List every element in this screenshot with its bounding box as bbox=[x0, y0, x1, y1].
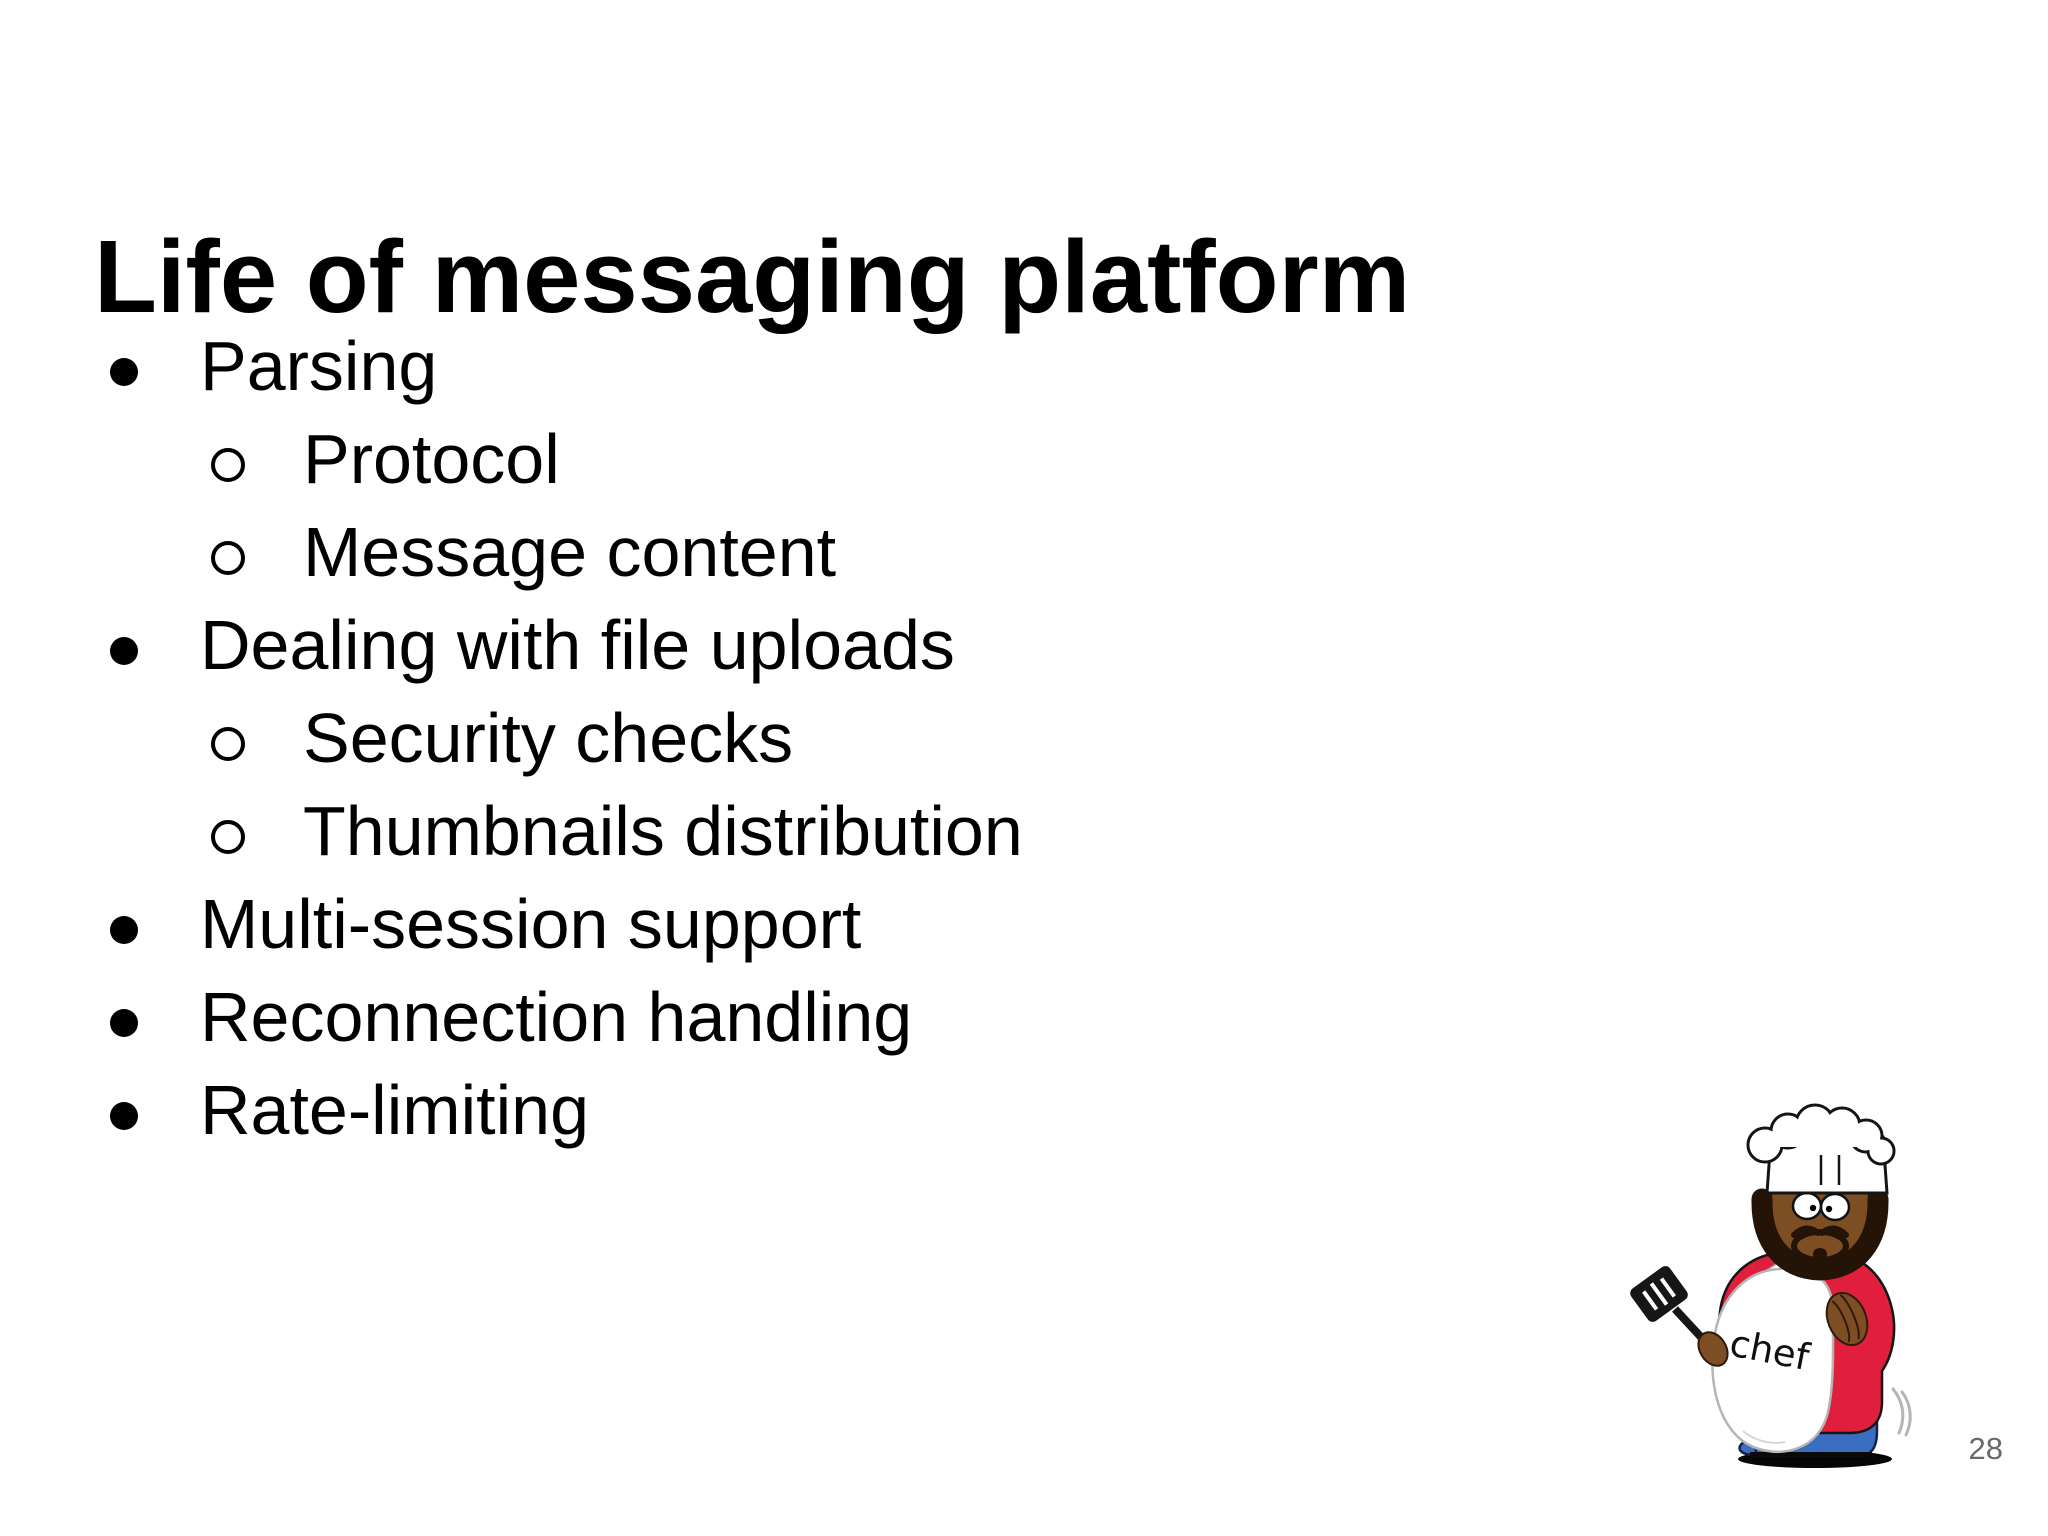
list-item-label: Rate-limiting bbox=[200, 1071, 589, 1149]
bullet-dot-icon bbox=[110, 637, 138, 665]
page-title: Life of messaging platform bbox=[94, 219, 1411, 334]
list-item-label: Protocol bbox=[303, 420, 560, 498]
bullet-circle-icon bbox=[211, 727, 245, 761]
bullet-dot-icon bbox=[110, 916, 138, 944]
chef-face bbox=[1751, 1175, 1889, 1281]
list-item: Rate-limiting bbox=[0, 1064, 1500, 1157]
list-item: Protocol bbox=[0, 413, 1500, 506]
chef-hat bbox=[1746, 1103, 1896, 1195]
bullet-circle-icon bbox=[211, 541, 245, 575]
list-item: Message content bbox=[0, 506, 1500, 599]
list-item-label: Dealing with file uploads bbox=[200, 606, 955, 684]
bullet-dot-icon bbox=[110, 358, 138, 386]
list-item-label: Security checks bbox=[303, 699, 794, 777]
list-item: Security checks bbox=[0, 692, 1500, 785]
bullet-circle-icon bbox=[211, 448, 245, 482]
list-item: Reconnection handling bbox=[0, 971, 1500, 1064]
bullet-dot-icon bbox=[110, 1009, 138, 1037]
bullet-circle-icon bbox=[211, 820, 245, 854]
page-number: 28 bbox=[1968, 1431, 2003, 1466]
list-item: Parsing bbox=[0, 320, 1500, 413]
list-item: Thumbnails distribution bbox=[0, 785, 1500, 878]
chef-eye-right bbox=[1819, 1192, 1851, 1222]
bullet-dot-icon bbox=[110, 1102, 138, 1130]
chef-illustration: chef bbox=[1630, 1103, 1912, 1468]
list-item-label: Multi-session support bbox=[200, 885, 862, 963]
list-item-label: Reconnection handling bbox=[200, 978, 913, 1056]
chef-apron-strings bbox=[1891, 1387, 1912, 1437]
list-item-label: Parsing bbox=[200, 327, 438, 405]
bullet-list: Parsing Protocol Message content Dealing… bbox=[0, 320, 1500, 1157]
chef-hand bbox=[1825, 1291, 1869, 1347]
chef-eye-left bbox=[1791, 1191, 1823, 1221]
list-item-label: Message content bbox=[303, 513, 837, 591]
list-item-label: Thumbnails distribution bbox=[303, 792, 1023, 870]
spatula-icon bbox=[1630, 1266, 1729, 1367]
list-item: Multi-session support bbox=[0, 878, 1500, 971]
list-item: Dealing with file uploads bbox=[0, 599, 1500, 692]
